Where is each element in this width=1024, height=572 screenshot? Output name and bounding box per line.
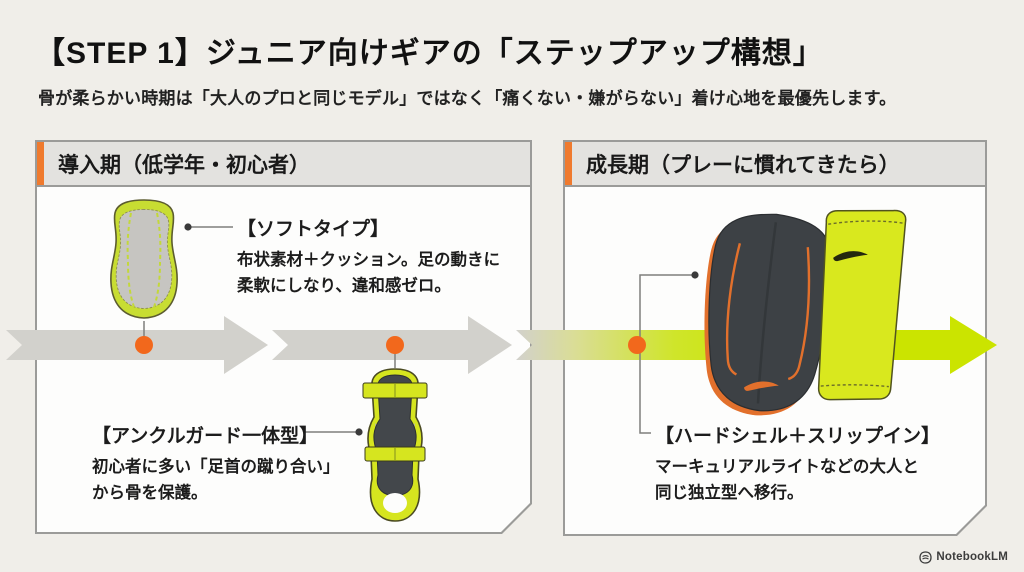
note-hardshell-heading: 【ハードシェル＋スリップイン】 xyxy=(655,426,941,447)
note-ankle-guard-line2: から骨を保護。 xyxy=(92,484,208,502)
note-soft-pad-heading: 【ソフトタイプ】 xyxy=(237,219,390,240)
note-hardshell-line2: 同じ独立型へ移行。 xyxy=(655,484,804,502)
notebooklm-wordmark: NotebookLM xyxy=(936,551,1008,563)
note-ankle-guard: 【アンクルガード一体型】 初心者に多い「足首の蹴り合い」 から骨を保護。 xyxy=(92,421,340,506)
orange-accent-bar xyxy=(37,142,44,185)
note-hardshell: 【ハードシェル＋スリップイン】 マーキュリアルライトなどの大人と 同じ独立型へ移… xyxy=(655,421,940,506)
panel-growth-phase-header: 成長期（プレーに慣れてきたら） xyxy=(565,142,985,187)
panel-intro-phase-title: 導入期（低学年・初心者） xyxy=(58,153,310,177)
note-hardshell-line1: マーキュリアルライトなどの大人と xyxy=(655,458,919,476)
page-title: 【STEP 1】ジュニア向けギアの「ステップアップ構想」 xyxy=(35,37,824,70)
note-soft-pad: 【ソフトタイプ】 布状素材＋クッション。足の動きに 柔軟にしなり、違和感ゼロ。 xyxy=(237,214,500,299)
notebooklm-icon xyxy=(919,550,933,564)
note-soft-pad-line2: 柔軟にしなり、違和感ゼロ。 xyxy=(237,277,451,295)
panel-growth-phase-title: 成長期（プレーに慣れてきたら） xyxy=(586,153,900,177)
note-ankle-guard-line1: 初心者に多い「足首の蹴り合い」 xyxy=(92,458,340,476)
page-subtitle: 骨が柔らかい時期は「大人のプロと同じモデル」ではなく「痛くない・嫌がらない」着け… xyxy=(38,89,897,108)
brand-footer: NotebookLM xyxy=(919,549,1008,565)
note-soft-pad-line1: 布状素材＋クッション。足の動きに xyxy=(237,251,501,269)
orange-accent-bar xyxy=(565,142,572,185)
panel-intro-phase-header: 導入期（低学年・初心者） xyxy=(37,142,530,187)
note-ankle-guard-heading: 【アンクルガード一体型】 xyxy=(92,426,319,447)
